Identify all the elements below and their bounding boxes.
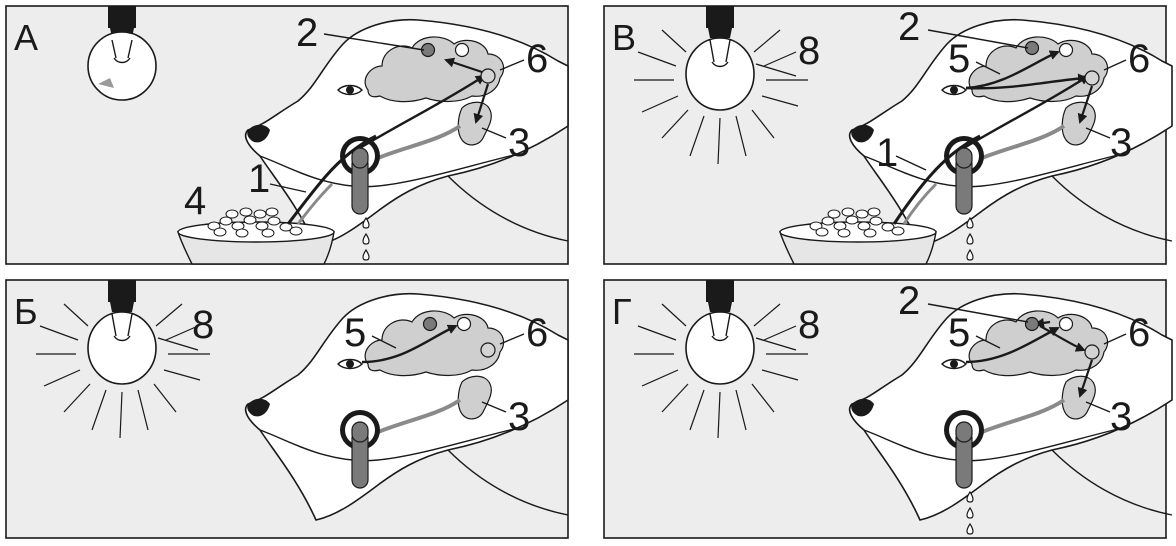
cortex-node-white: [454, 42, 470, 58]
label-6: 6: [526, 37, 548, 81]
label-3: 3: [508, 395, 530, 439]
label-3: 3: [1110, 395, 1132, 439]
saliva-drops: [362, 216, 370, 261]
light-bulb-off-icon: [87, 6, 157, 101]
panel-b: Б 5 6 3 8: [5, 279, 570, 539]
panel-v: В 2 5 6 3 1 8: [603, 5, 1174, 265]
food-pellets: [207, 207, 303, 238]
light-bulb-on-icon: [36, 280, 210, 439]
label-2: 2: [898, 5, 920, 49]
panel-a: А 2 6 3 1 4: [5, 5, 570, 265]
label-6: 6: [1128, 37, 1150, 81]
label-8: 8: [798, 303, 820, 347]
panel-v-letter: В: [612, 17, 636, 58]
subcortical-node: [480, 68, 496, 84]
label-2: 2: [296, 11, 318, 55]
light-bulb-on-icon: [634, 280, 808, 439]
label-2: 2: [898, 279, 920, 323]
panel-b-letter: Б: [14, 291, 38, 332]
label-6: 6: [1128, 311, 1150, 355]
panel-g: Г 2 5 6 3 8: [603, 279, 1174, 539]
label-5: 5: [948, 37, 970, 81]
label-8: 8: [192, 303, 214, 347]
taste-nerve: [286, 134, 377, 225]
light-bulb-on-icon: [634, 6, 808, 165]
label-4: 4: [184, 179, 206, 223]
label-3: 3: [1110, 121, 1132, 165]
panel-g-letter: Г: [612, 291, 632, 332]
label-5: 5: [948, 311, 970, 355]
label-5: 5: [344, 311, 366, 355]
label-1: 1: [248, 157, 270, 201]
panel-a-letter: А: [14, 17, 38, 58]
label-3: 3: [508, 121, 530, 165]
food-bowl: [779, 207, 937, 265]
food-bowl: [177, 207, 335, 265]
label-8: 8: [798, 29, 820, 73]
label-6: 6: [526, 311, 548, 355]
label-1: 1: [876, 131, 898, 175]
